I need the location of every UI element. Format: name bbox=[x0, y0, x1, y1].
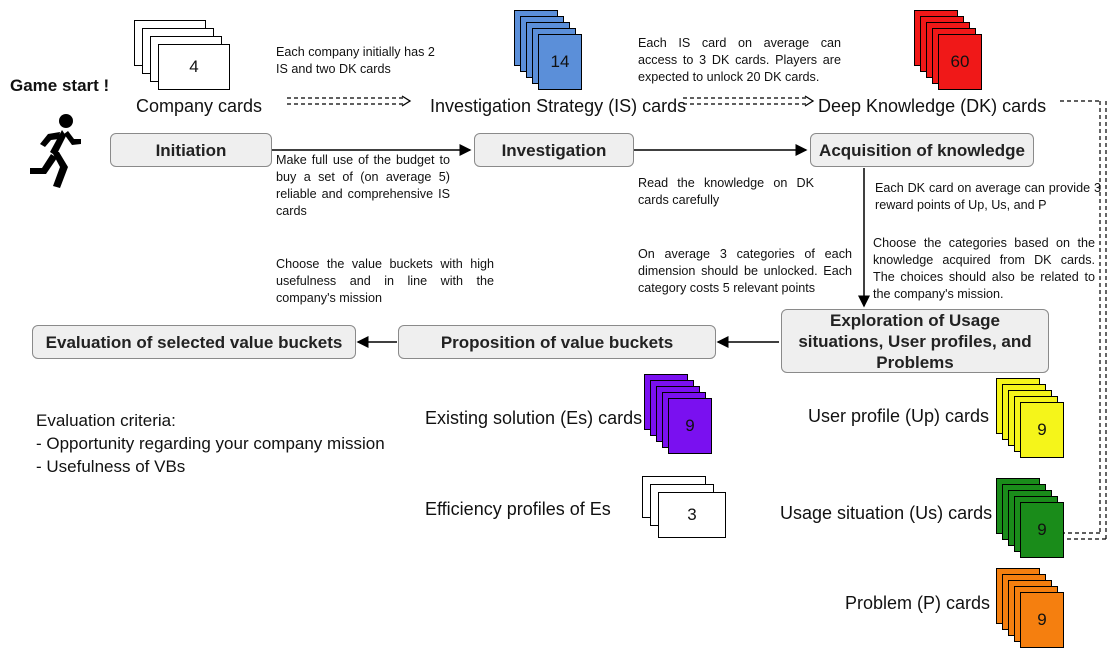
dk-cards-deck: 60 bbox=[914, 10, 984, 96]
step-initiation: Initiation bbox=[110, 133, 272, 167]
step-proposition: Proposition of value buckets bbox=[398, 325, 716, 359]
dashed-arrow-company-to-is bbox=[287, 95, 412, 107]
deck-count: 9 bbox=[1020, 502, 1064, 558]
us-cards-label: Usage situation (Us) cards bbox=[780, 503, 993, 523]
up-cards-deck: 9 bbox=[996, 378, 1068, 464]
es-cards-deck: 9 bbox=[644, 374, 716, 456]
note-is-access: Each IS card on average can access to 3 … bbox=[638, 36, 841, 84]
note-read-dk: Read the knowledge on DK cards carefully bbox=[638, 176, 814, 207]
p-cards-label: Problem (P) cards bbox=[845, 593, 991, 613]
efficiency-profiles-deck: 3 bbox=[642, 476, 732, 546]
step-evaluation: Evaluation of selected value buckets bbox=[32, 325, 356, 359]
deck-count: 9 bbox=[1020, 592, 1064, 648]
note-budget: Make full use of the budget to buy a set… bbox=[276, 153, 450, 218]
note-dk-reward: Each DK card on average can provide 3 re… bbox=[875, 181, 1101, 212]
is-cards-label: Investigation Strategy (IS) cards bbox=[430, 96, 687, 116]
deck-count: 4 bbox=[158, 44, 230, 90]
deck-count: 60 bbox=[938, 34, 982, 90]
deck-count: 9 bbox=[668, 398, 712, 454]
game-start-label: Game start ! bbox=[10, 76, 110, 95]
p-cards-deck: 9 bbox=[996, 568, 1068, 652]
dashed-arrow-is-to-dk bbox=[683, 95, 815, 107]
step-acquisition-of-knowledge: Acquisition of knowledge bbox=[810, 133, 1034, 167]
note-value-buckets: Choose the value buckets with high usefu… bbox=[276, 257, 494, 305]
deck-count: 14 bbox=[538, 34, 582, 90]
is-cards-deck: 14 bbox=[514, 10, 584, 96]
dk-cards-label: Deep Knowledge (DK) cards bbox=[818, 96, 1047, 116]
evaluation-criteria-title: Evaluation criteria: bbox=[36, 411, 176, 430]
company-cards-deck: 4 bbox=[134, 20, 234, 94]
note-company-initial: Each company initially has 2 IS and two … bbox=[276, 45, 435, 76]
efficiency-profiles-label: Efficiency profiles of Es bbox=[425, 499, 611, 519]
es-cards-label: Existing solution (Es) cards bbox=[425, 408, 643, 428]
deck-count: 3 bbox=[658, 492, 726, 538]
step-exploration: Exploration of Usage situations, User pr… bbox=[781, 309, 1049, 373]
us-cards-deck: 9 bbox=[996, 478, 1068, 564]
evaluation-criterion: - Opportunity regarding your company mis… bbox=[36, 434, 385, 453]
company-cards-label: Company cards bbox=[136, 96, 263, 116]
evaluation-criteria: Evaluation criteria: - Opportunity regar… bbox=[36, 409, 385, 478]
note-categories-unlock: On average 3 categories of each dimensio… bbox=[638, 247, 852, 295]
deck-count: 9 bbox=[1020, 402, 1064, 458]
dashed-arrow-dk-to-us bbox=[1052, 100, 1107, 543]
evaluation-criterion: - Usefulness of VBs bbox=[36, 457, 186, 476]
note-choose-categories: Choose the categories based on the knowl… bbox=[873, 236, 1095, 301]
step-investigation: Investigation bbox=[474, 133, 634, 167]
up-cards-label: User profile (Up) cards bbox=[808, 406, 990, 426]
running-person-icon bbox=[26, 112, 86, 202]
